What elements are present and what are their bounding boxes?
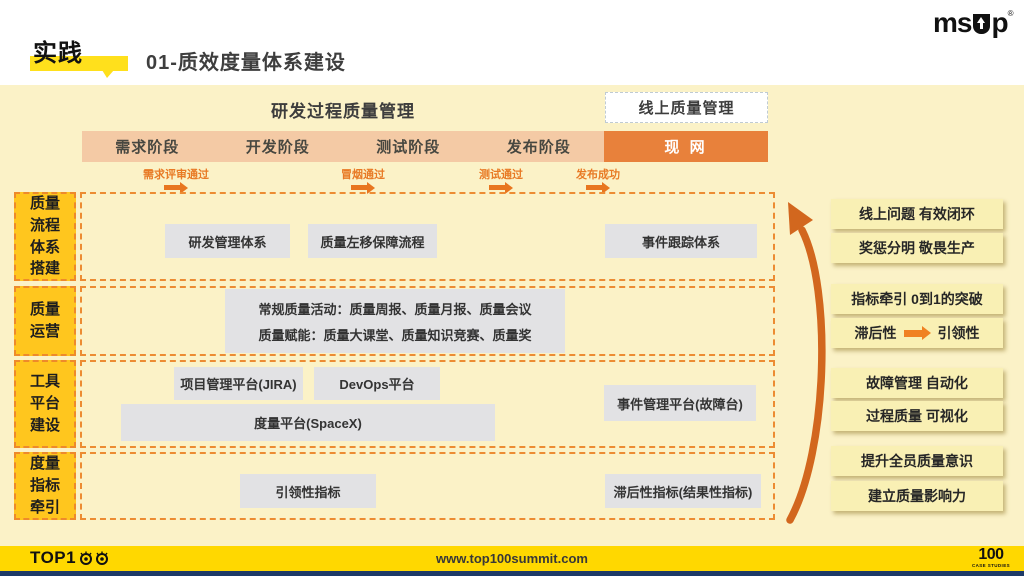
box-devops-platform: DevOps平台 xyxy=(314,367,440,400)
top100-logo: TOP1 xyxy=(30,549,110,567)
note-quality-awareness: 提升全员质量意识 xyxy=(831,446,1003,476)
row-quality-operation xyxy=(80,286,775,356)
phase-release: 发布阶段 xyxy=(506,139,571,156)
box-spacex-platform: 度量平台(SpaceX) xyxy=(121,404,495,441)
arrow-right-icon xyxy=(586,181,610,194)
box-quality-activities: 常规质量活动：质量周报、质量月报、质量会议 质量赋能：质量大课堂、质量知识竞赛、… xyxy=(225,289,565,353)
row-label-quality-process: 质量 流程 体系 搭建 xyxy=(14,192,76,281)
note-lagging-to-leading: 滞后性 引领性 xyxy=(831,318,1003,348)
phase-testing: 测试阶段 xyxy=(376,139,441,156)
phase-live-network: 现 网 xyxy=(604,131,768,162)
milestone-release-success: 发布成功 xyxy=(576,166,620,194)
quality-enablement-line: 质量赋能：质量大课堂、质量知识竞赛、质量奖 xyxy=(258,327,532,343)
footer-url: www.top100summit.com xyxy=(436,551,588,566)
case-studies-logo: 100 CASE STUDIES xyxy=(972,547,1010,569)
box-rd-management-system: 研发管理体系 xyxy=(165,224,290,258)
bottom-navy-strip xyxy=(0,571,1024,576)
online-quality-header: 线上质量管理 xyxy=(605,92,768,123)
phase-development: 开发阶段 xyxy=(245,139,310,156)
phase-bar: 需求阶段 开发阶段 测试阶段 发布阶段 xyxy=(82,131,604,162)
box-lagging-indicators: 滞后性指标(结果性指标) xyxy=(605,474,761,508)
case-studies-logo-sub: CASE STUDIES xyxy=(971,563,1010,568)
curved-up-arrow-icon xyxy=(786,202,826,524)
arrow-right-icon xyxy=(903,325,931,340)
milestone-test-pass: 测试通过 xyxy=(479,166,523,194)
milestone-label: 冒烟通过 xyxy=(341,169,385,181)
arrow-right-icon xyxy=(351,181,375,194)
row-quality-process xyxy=(80,192,775,281)
arrow-right-icon xyxy=(164,181,188,194)
msup-logo-text-p: p xyxy=(991,7,1008,38)
box-incident-tracking: 事件跟踪体系 xyxy=(605,224,757,258)
registered-mark: ® xyxy=(1007,9,1014,18)
milestone-label: 需求评审通过 xyxy=(143,169,209,181)
note-indicator-breakthrough: 指标牵引 0到1的突破 xyxy=(831,284,1003,314)
footer-bar xyxy=(0,546,1024,571)
phase-requirement: 需求阶段 xyxy=(115,139,180,156)
box-incident-platform: 事件管理平台(故障台) xyxy=(604,385,756,421)
row-label-quality-operation: 质量 运营 xyxy=(14,286,76,356)
tag-highlight xyxy=(30,56,128,78)
case-studies-logo-number: 100 xyxy=(978,546,1004,563)
box-leading-indicators: 引领性指标 xyxy=(240,474,376,508)
arrow-right-icon xyxy=(489,181,513,194)
row-metric-traction xyxy=(80,452,775,520)
note-reward-punishment: 奖惩分明 敬畏生产 xyxy=(831,233,1003,263)
row-tool-platform xyxy=(80,360,775,448)
quality-activities-line: 常规质量活动：质量周报、质量月报、质量会议 xyxy=(258,301,532,317)
box-quality-left-shift: 质量左移保障流程 xyxy=(308,224,437,258)
milestone-label: 测试通过 xyxy=(479,169,523,181)
row-label-tool-platform: 工具 平台 建设 xyxy=(14,360,76,448)
note-quality-influence: 建立质量影响力 xyxy=(831,481,1003,511)
msup-logo-text-ms: ms xyxy=(933,7,972,38)
process-quality-header: 研发过程质量管理 xyxy=(271,102,415,121)
msup-u-arrow-icon xyxy=(973,14,991,34)
milestone-label: 发布成功 xyxy=(576,169,620,181)
note-online-closed-loop: 线上问题 有效闭环 xyxy=(831,199,1003,229)
top100-logo-text: TOP1 xyxy=(30,548,77,567)
page-title: 01-质效度量体系建设 xyxy=(146,52,346,74)
msup-logo: ms p ® xyxy=(933,8,1013,38)
milestone-requirement-review: 需求评审通过 xyxy=(143,166,209,194)
section-tag: 实践 xyxy=(33,40,83,67)
transition-from: 滞后性 xyxy=(854,325,897,341)
note-fault-automation: 故障管理 自动化 xyxy=(831,368,1003,398)
milestone-smoke-pass: 冒烟通过 xyxy=(341,166,385,194)
note-process-visualization: 过程质量 可视化 xyxy=(831,401,1003,431)
row-label-metric-traction: 度量 指标 牵引 xyxy=(14,452,76,520)
transition-to: 引领性 xyxy=(937,325,980,341)
top100-eyes-icon xyxy=(80,551,109,565)
box-jira-platform: 项目管理平台(JIRA) xyxy=(174,367,303,400)
